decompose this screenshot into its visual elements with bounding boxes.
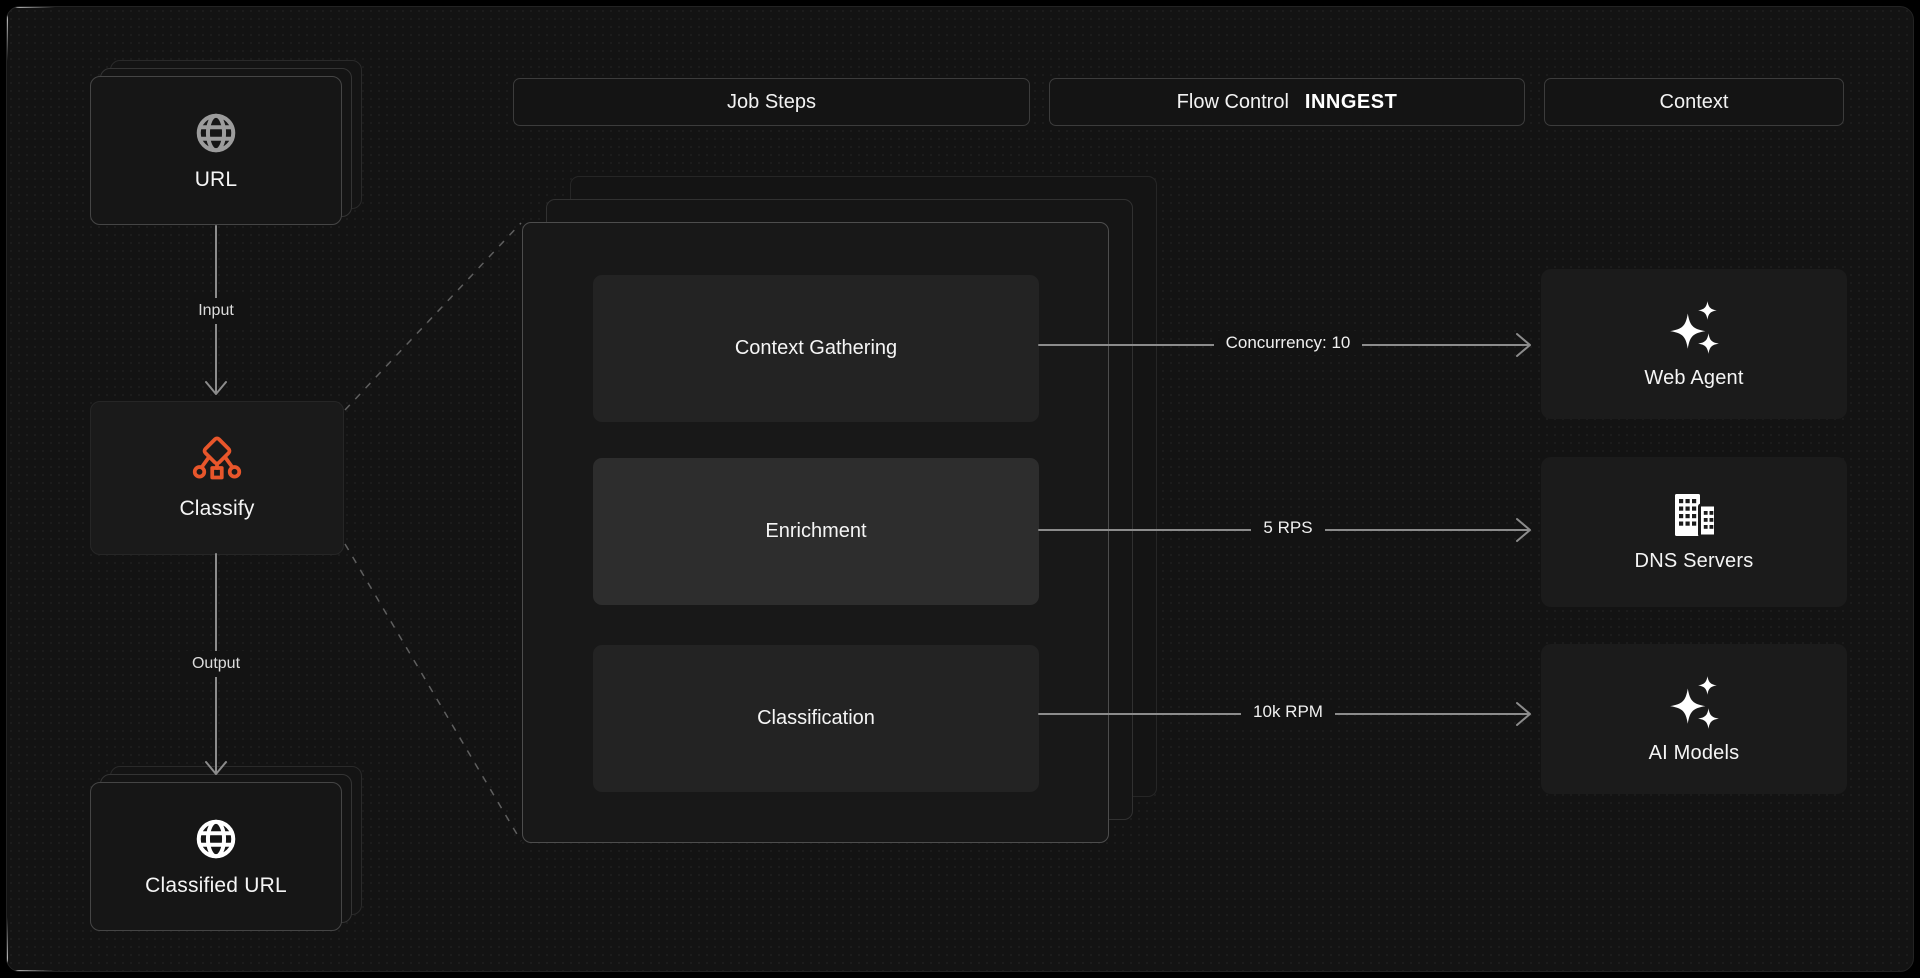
dns-servers-label: DNS Servers (1634, 550, 1754, 572)
url-node: URL (90, 76, 342, 225)
expansion-dashed-line (344, 543, 522, 842)
step-context-gathering: Context Gathering (593, 275, 1039, 422)
step-classification: Classification (593, 645, 1039, 792)
expansion-dashed-line (344, 222, 522, 411)
job-steps-panel: Context Gathering Enrichment Classificat… (522, 222, 1109, 843)
corner-glow (9, 7, 55, 8)
classified-url-node-stack: Classified URL (90, 766, 362, 931)
flow-control-header-label: Flow Control (1176, 90, 1289, 113)
step-enrichment: Enrichment (593, 458, 1039, 605)
inngest-logo: INNGEST (1304, 90, 1398, 113)
url-node-label: URL (194, 167, 238, 191)
job-steps-header-label: Job Steps (727, 90, 816, 113)
flow-control-header: Flow Control INNGEST (1049, 78, 1525, 126)
arrowhead-right-icon (1516, 702, 1531, 726)
step-label: Classification (757, 707, 875, 729)
context-header: Context (1544, 78, 1844, 126)
ai-models-card: AI Models (1541, 644, 1847, 794)
concurrency-label: Concurrency: 10 (1138, 331, 1438, 355)
web-agent-label: Web Agent (1644, 367, 1744, 389)
corner-glow (7, 917, 8, 969)
rps-label: 5 RPS (1138, 516, 1438, 540)
output-edge-label: Output (116, 651, 316, 677)
url-node-stack: URL (90, 60, 362, 225)
classify-node-label: Classify (179, 497, 255, 520)
classified-url-node: Classified URL (90, 782, 342, 931)
classify-node: Classify (90, 401, 344, 555)
corner-glow (9, 970, 55, 971)
arrowhead-right-icon (1516, 333, 1531, 357)
dns-servers-card: DNS Servers (1541, 457, 1847, 607)
sparkles-icon (1665, 673, 1723, 731)
input-edge-label: Input (116, 298, 316, 324)
classify-branch-icon (189, 435, 245, 485)
buildings-icon (1668, 491, 1720, 539)
ai-models-label: AI Models (1648, 742, 1740, 764)
globe-icon (193, 816, 239, 862)
rpm-label: 10k RPM (1138, 700, 1438, 724)
corner-glow (7, 9, 8, 61)
classified-url-node-label: Classified URL (145, 873, 287, 897)
context-header-label: Context (1659, 90, 1729, 113)
globe-icon (193, 110, 239, 156)
job-steps-header: Job Steps (513, 78, 1030, 126)
arrowhead-right-icon (1516, 518, 1531, 542)
arrowhead-down-icon (205, 381, 227, 395)
sparkles-icon (1665, 298, 1723, 356)
job-steps-panel-stack: Context Gathering Enrichment Classificat… (522, 176, 1157, 843)
step-label: Context Gathering (734, 337, 898, 359)
step-label: Enrichment (765, 520, 867, 542)
web-agent-card: Web Agent (1541, 269, 1847, 419)
diagram-frame: URL Input Classify Output (6, 6, 1914, 972)
